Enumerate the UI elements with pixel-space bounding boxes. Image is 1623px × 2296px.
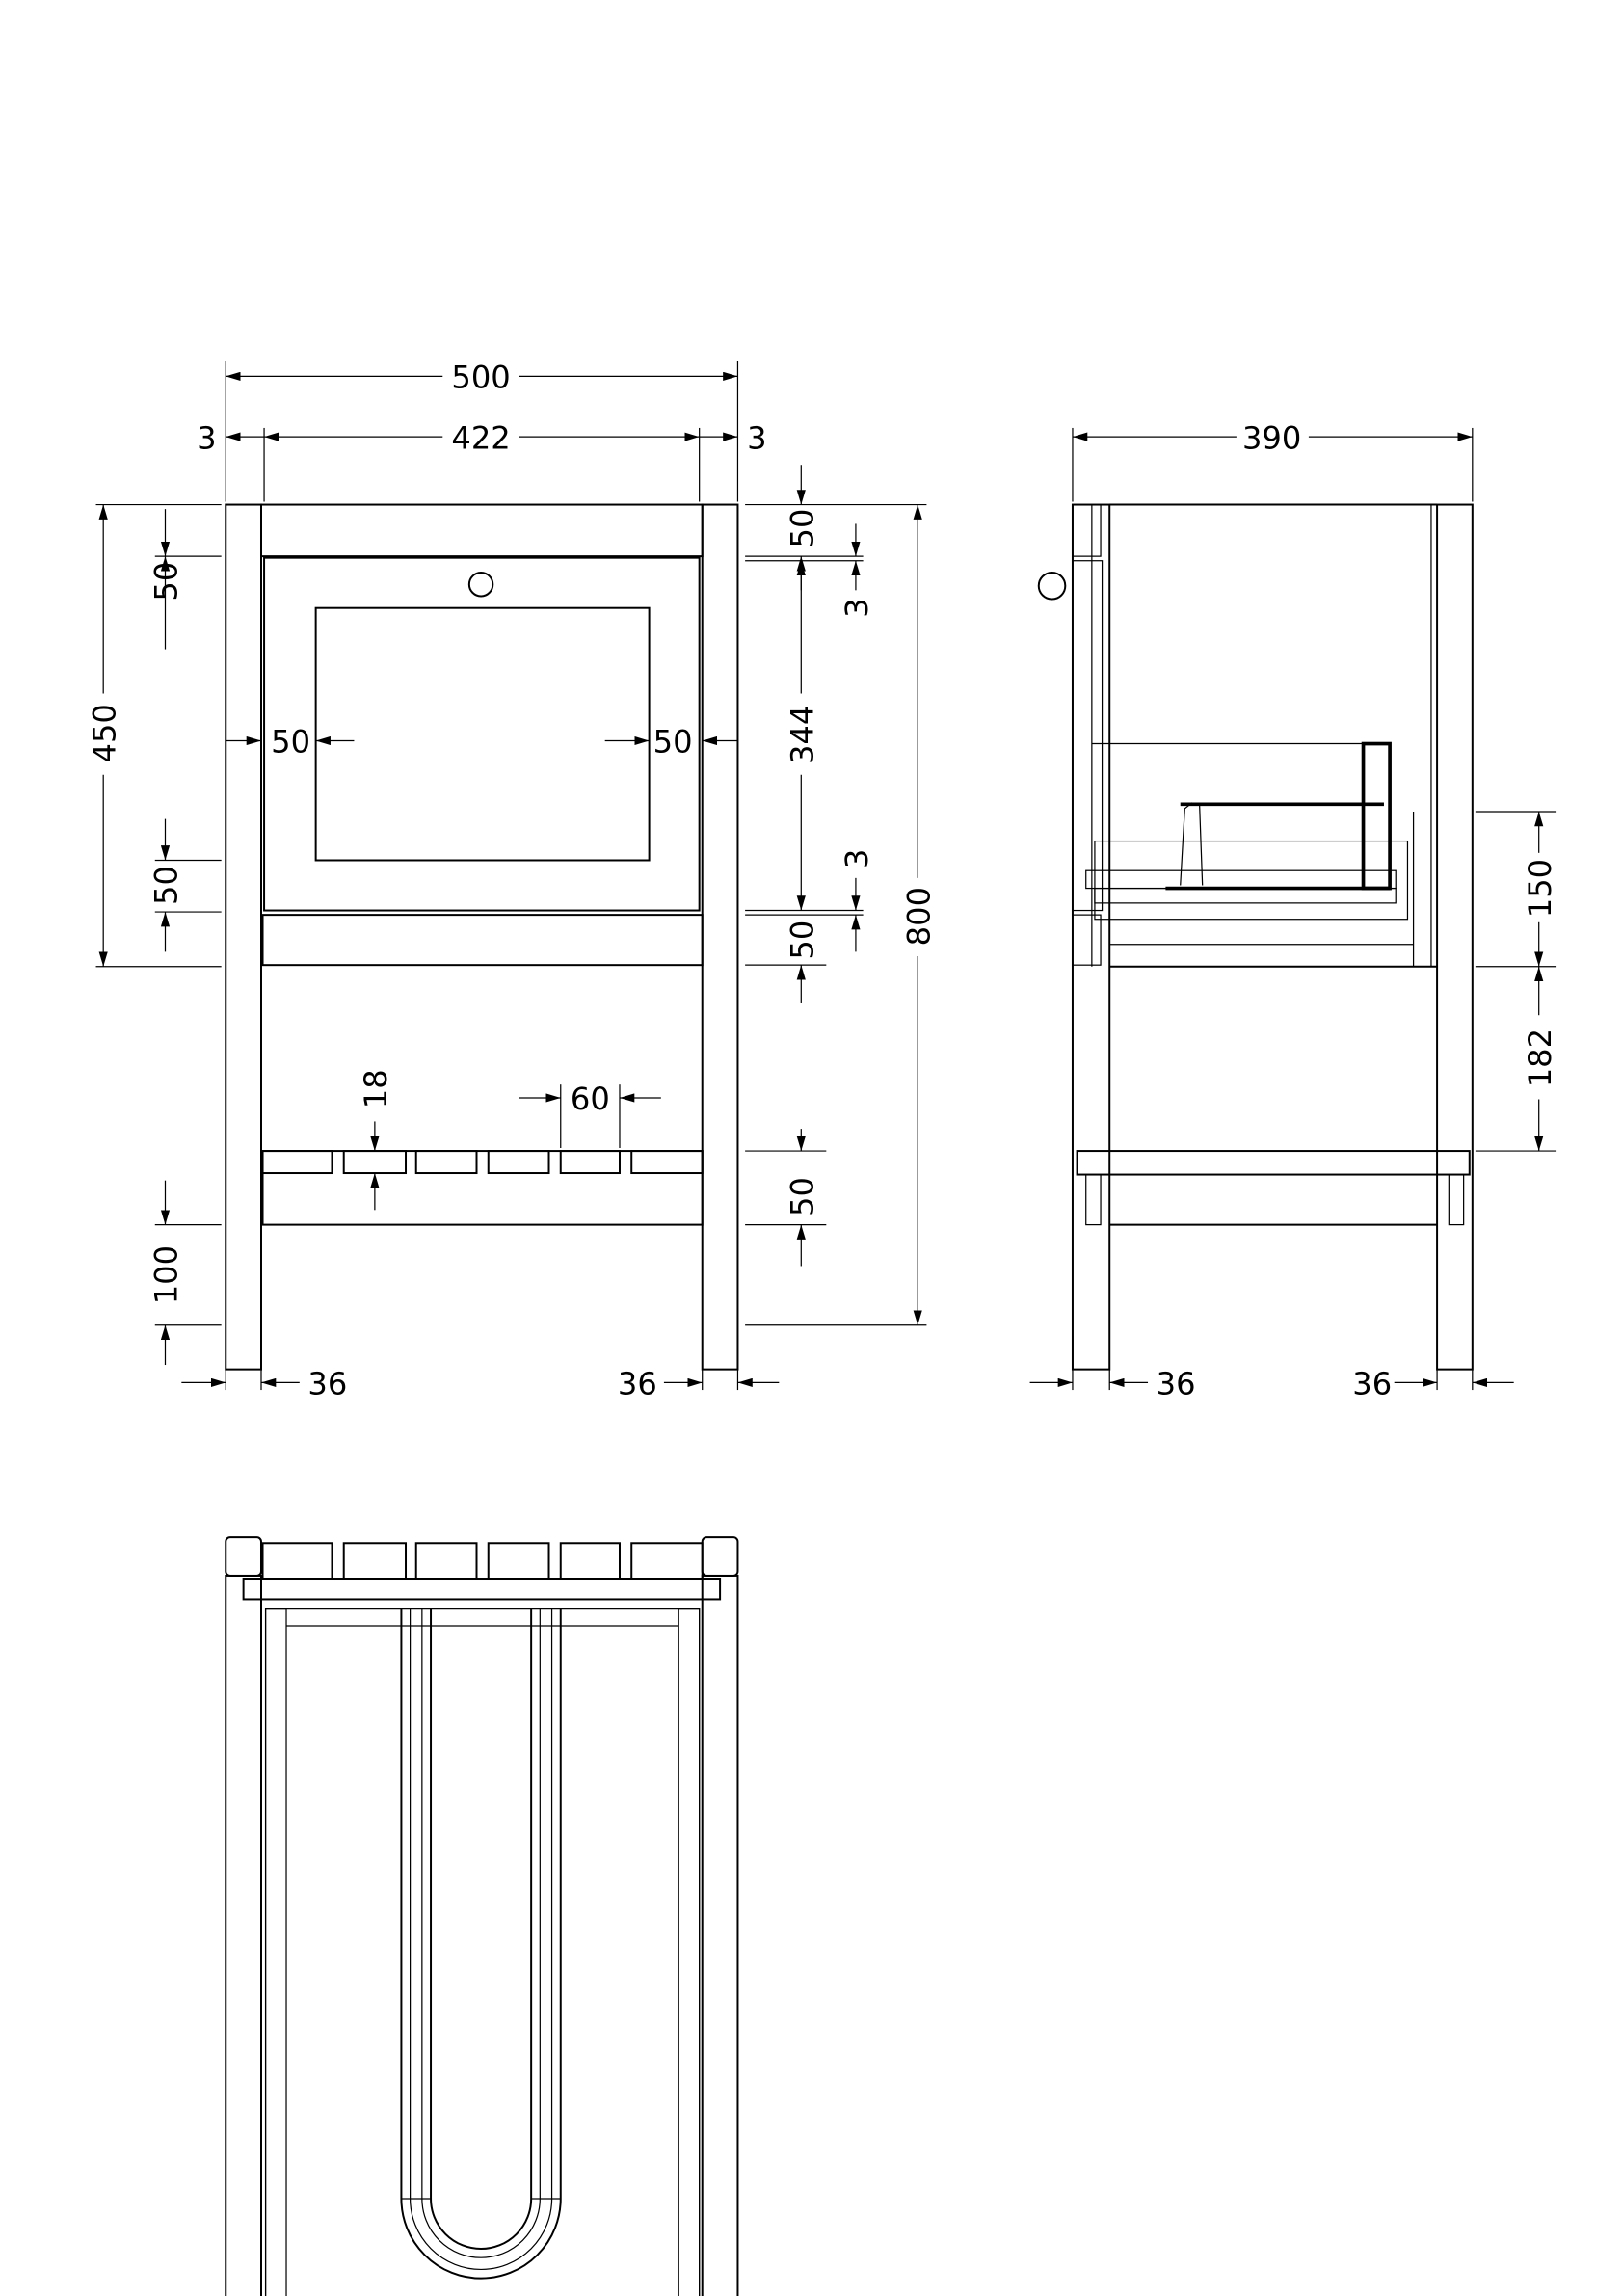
dim-slat-thickness: 18 bbox=[358, 1069, 394, 1108]
right-leg bbox=[701, 503, 739, 1371]
dim-slat-width: 60 bbox=[571, 1081, 610, 1117]
dim-glass-margin-left: 50 bbox=[271, 724, 310, 761]
lower-rail bbox=[261, 914, 704, 967]
side-back-leg bbox=[1436, 503, 1474, 1371]
tap-hole bbox=[467, 571, 494, 598]
dim-top-rail-left: 50 bbox=[148, 562, 185, 601]
dim-overall-height: 800 bbox=[900, 887, 937, 946]
dim-overall-width: 500 bbox=[451, 360, 510, 396]
front-view: 500 422 3 3 450 50 50 100 50 50 50 3 344… bbox=[86, 360, 937, 1402]
dim-side-leg-left: 36 bbox=[1157, 1366, 1196, 1402]
shelf-slats bbox=[261, 1150, 704, 1175]
dim-foot-height: 100 bbox=[148, 1245, 185, 1304]
dim-inner-width: 422 bbox=[451, 419, 510, 456]
dim-gap-top: 3 bbox=[838, 598, 875, 617]
dim-leg-right: 36 bbox=[618, 1366, 657, 1402]
dim-top-rail-right: 50 bbox=[785, 509, 821, 548]
waste-trap bbox=[400, 1608, 562, 2280]
dim-shelf-height: 50 bbox=[785, 1177, 821, 1216]
left-leg bbox=[225, 503, 262, 1371]
side-shelf bbox=[1076, 1150, 1471, 1176]
side-view: 390 150 182 36 36 bbox=[1029, 419, 1558, 1402]
dim-panel-height: 344 bbox=[785, 706, 821, 764]
dim-side-leg-right: 36 bbox=[1352, 1366, 1392, 1402]
top-rail bbox=[259, 503, 704, 558]
door-panel bbox=[263, 556, 701, 912]
dim-shelf-gap: 182 bbox=[1522, 1028, 1558, 1087]
plan-view bbox=[225, 1536, 739, 2296]
dim-upper-height: 450 bbox=[86, 704, 122, 762]
glass-panel bbox=[314, 606, 651, 862]
dim-depth: 390 bbox=[1242, 419, 1301, 456]
shelf bbox=[261, 1150, 704, 1226]
dim-bottom-rail-left: 50 bbox=[148, 866, 185, 905]
dim-leg-left: 36 bbox=[307, 1366, 347, 1402]
knob bbox=[1037, 571, 1067, 601]
dim-glass-margin-right: 50 bbox=[653, 724, 693, 761]
dim-basin-height: 150 bbox=[1522, 859, 1558, 918]
plan-slats bbox=[261, 1542, 704, 1581]
basin bbox=[1085, 741, 1409, 921]
side-front-leg bbox=[1071, 503, 1111, 1371]
dim-left-gap: 3 bbox=[197, 419, 216, 456]
dim-lower-rail-right: 50 bbox=[785, 921, 821, 960]
dim-right-gap: 3 bbox=[747, 419, 766, 456]
dim-gap-bottom: 3 bbox=[838, 849, 875, 868]
